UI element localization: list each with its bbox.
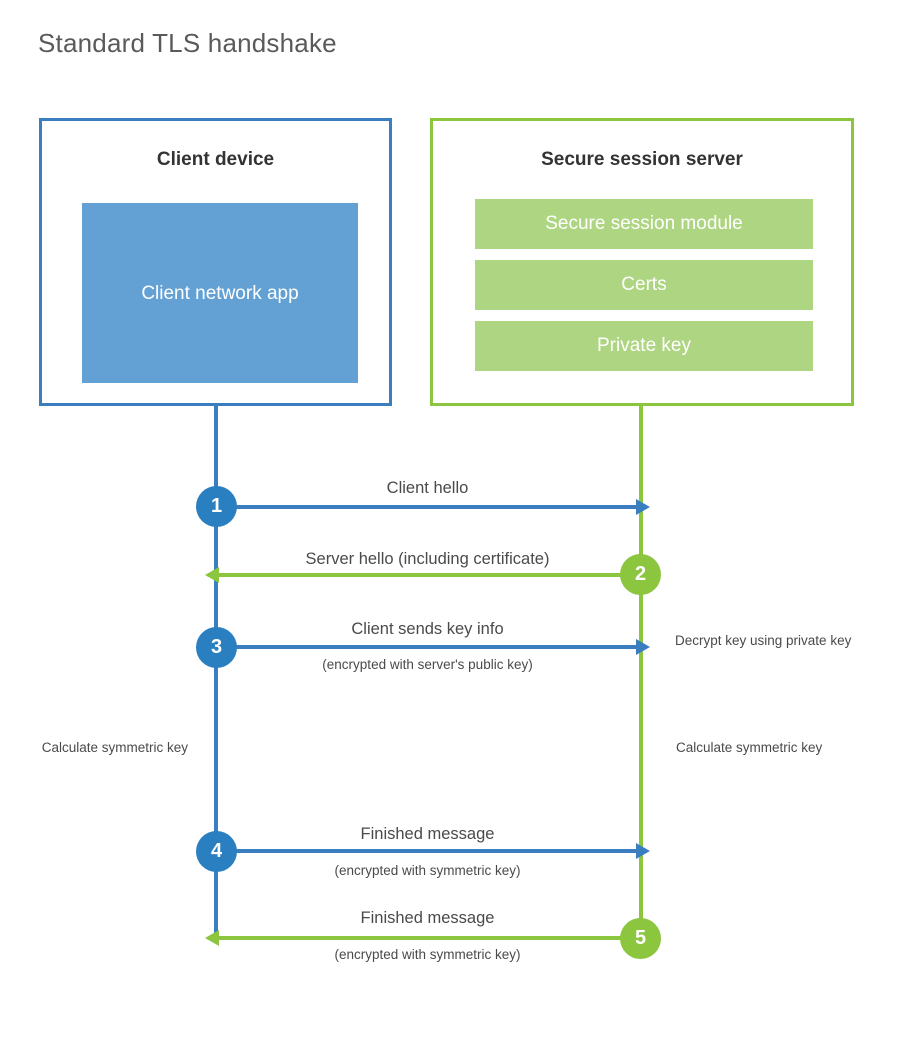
step-5-number: 5	[620, 918, 661, 959]
step-1-number: 1	[196, 486, 237, 527]
arrow-right-icon	[636, 843, 650, 859]
client-network-app-label: Client network app	[141, 282, 299, 304]
secure-session-server-box: Secure session server Secure session mod…	[430, 118, 854, 406]
arrow-left-icon	[205, 930, 219, 946]
arrow-left-icon	[205, 567, 219, 583]
step-4-number: 4	[196, 831, 237, 872]
step-2-number: 2	[620, 554, 661, 595]
client-device-box: Client device Client network app	[39, 118, 392, 406]
step-4-sublabel: (encrypted with symmetric key)	[334, 863, 521, 878]
server-lifeline	[639, 406, 643, 941]
step-2-label: Server hello (including certificate)	[305, 550, 550, 568]
server-module-secure-session-module: Secure session module	[475, 199, 813, 249]
step-5-label: Finished message	[360, 909, 495, 927]
server-module-private-key: Private key	[475, 321, 813, 371]
step-1-arrow	[216, 499, 650, 515]
note-client-calculate-symmetric-key: Calculate symmetric key	[41, 740, 188, 755]
step-4-label: Finished message	[360, 825, 495, 843]
step-3-sublabel: (encrypted with server's public key)	[322, 657, 533, 672]
step-5-arrow	[205, 930, 639, 946]
arrow-right-icon	[636, 639, 650, 655]
client-device-title: Client device	[156, 149, 275, 170]
client-lifeline	[214, 406, 218, 941]
server-module-certs: Certs	[475, 260, 813, 310]
step-4-arrow	[216, 843, 650, 859]
note-decrypt-key: Decrypt key using private key	[675, 633, 852, 648]
step-3-arrow	[216, 639, 650, 655]
step-3-label: Client sends key info	[351, 620, 504, 638]
client-network-app-block: Client network app	[82, 203, 358, 383]
page-title: Standard TLS handshake	[38, 28, 337, 58]
step-1-label: Client hello	[386, 479, 469, 497]
step-5-sublabel: (encrypted with symmetric key)	[334, 947, 521, 962]
arrow-right-icon	[636, 499, 650, 515]
secure-session-server-title: Secure session server	[541, 149, 743, 170]
step-3-number: 3	[196, 627, 237, 668]
step-2-arrow	[205, 567, 639, 583]
server-module-list: Secure session module Certs Private key	[475, 199, 813, 382]
note-server-calculate-symmetric-key: Calculate symmetric key	[676, 740, 823, 755]
